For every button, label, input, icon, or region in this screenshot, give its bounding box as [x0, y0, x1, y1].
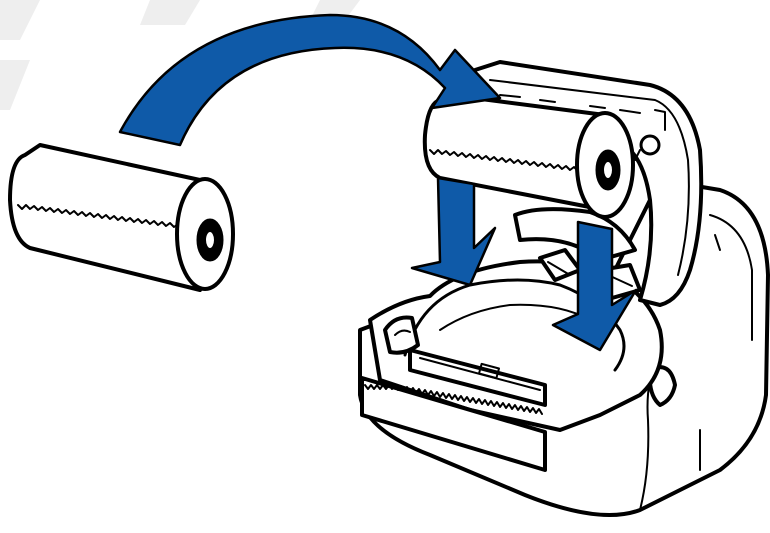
paper-roll: [10, 145, 233, 290]
